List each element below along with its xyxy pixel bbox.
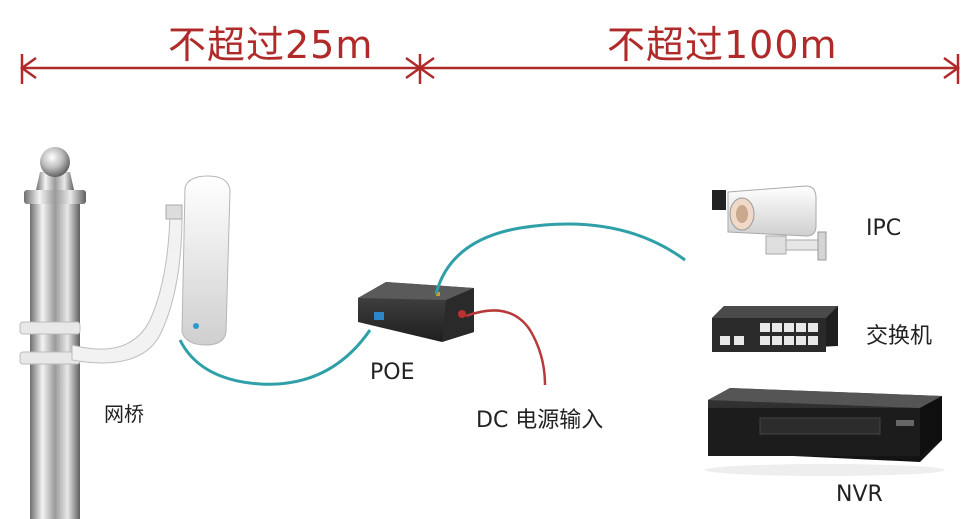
nvr-icon: [708, 388, 942, 462]
dc-power-label: DC 电源输入: [476, 408, 604, 433]
nvr-label: NVR: [836, 482, 883, 507]
wireless-bridge-icon: [71, 175, 231, 364]
ipc-camera-icon: [712, 185, 827, 261]
dc-power-cable: [465, 309, 547, 386]
bridge-label: 网桥: [104, 402, 144, 426]
switch-label: 交换机: [866, 324, 933, 349]
dimension-line-right: [417, 54, 961, 84]
ipc-label: IPC: [866, 216, 902, 241]
poe-label: POE: [370, 360, 415, 385]
distance-label-right: 不超过100m: [607, 23, 838, 67]
pole-icon: [19, 147, 86, 519]
dimension-line-left: [19, 54, 423, 84]
distance-label-left: 不超过25m: [168, 23, 374, 67]
nvr-shadow: [705, 464, 945, 476]
switch-icon: [712, 306, 838, 352]
cable-bridge-to-poe: [178, 329, 372, 386]
cable-poe-to-ipc: [434, 222, 686, 295]
poe-injector-icon: [358, 282, 474, 342]
